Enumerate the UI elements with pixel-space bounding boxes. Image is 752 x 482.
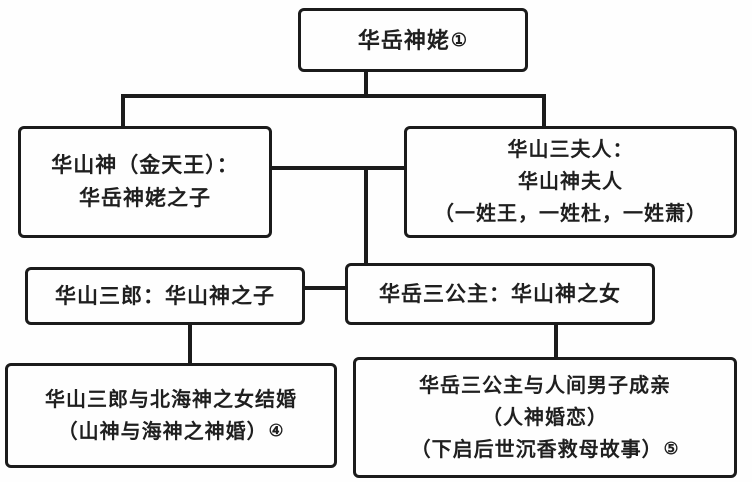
node-label-line2: （山神与海神之神婚）④ — [57, 420, 285, 443]
node-label-line1: 华山三郎与北海神之女结婚 — [45, 388, 297, 411]
node-label-line3: （下启后世沉香救母故事）⑤ — [410, 438, 680, 461]
connector-marriage-bar — [270, 166, 406, 170]
node-gongzhu-marriage: 华岳三公主与人间男子成亲 （人神婚恋） （下启后世沉香救母故事）⑤ — [353, 357, 737, 478]
connector-drop-right — [542, 94, 546, 128]
node-label: 华岳神姥① — [357, 27, 469, 53]
node-label-line1: 华山神（金天王）： — [51, 153, 239, 178]
connector-drop-bottom-right — [554, 323, 558, 359]
node-label: 华岳三公主：华山神之女 — [379, 281, 621, 306]
connector-drop-bottom-left — [188, 323, 192, 365]
node-huayue-shenlao: 华岳神姥① — [298, 8, 528, 72]
footnote-1-badge: ① — [450, 29, 469, 50]
node-huashan-shen: 华山神（金天王）： 华岳神姥之子 — [18, 126, 272, 238]
node-label: 华山三郎：华山神之子 — [55, 283, 275, 308]
node-label-line3: （一姓王，一姓杜，一姓萧） — [434, 203, 707, 225]
node-label-line1: 华山三夫人： — [507, 139, 634, 161]
node-huashan-sanlang: 华山三郎：华山神之子 — [25, 267, 305, 325]
node-label-line2: 华山神夫人 — [518, 171, 623, 193]
connector-mid-stem — [364, 166, 368, 266]
footnote-4-badge: ④ — [268, 420, 285, 440]
node-label-line2: （人神婚恋） — [482, 406, 608, 429]
node-label-line2: 华岳神姥之子 — [79, 186, 211, 210]
node-huayue-san-gongzhu: 华岳三公主：华山神之女 — [345, 263, 655, 325]
footnote-5-badge: ⑤ — [663, 438, 680, 458]
node-sanlang-marriage: 华山三郎与北海神之女结婚 （山神与海神之神婚）④ — [5, 363, 337, 468]
connector-sibling-bar — [303, 286, 347, 290]
connector-top-bus — [121, 94, 546, 98]
node-huashan-san-furen: 华山三夫人： 华山神夫人 （一姓王，一姓杜，一姓萧） — [404, 126, 737, 238]
connector-drop-left — [121, 94, 125, 128]
node-label-line1: 华岳三公主与人间男子成亲 — [419, 374, 671, 397]
connector-root-stem — [364, 71, 368, 98]
